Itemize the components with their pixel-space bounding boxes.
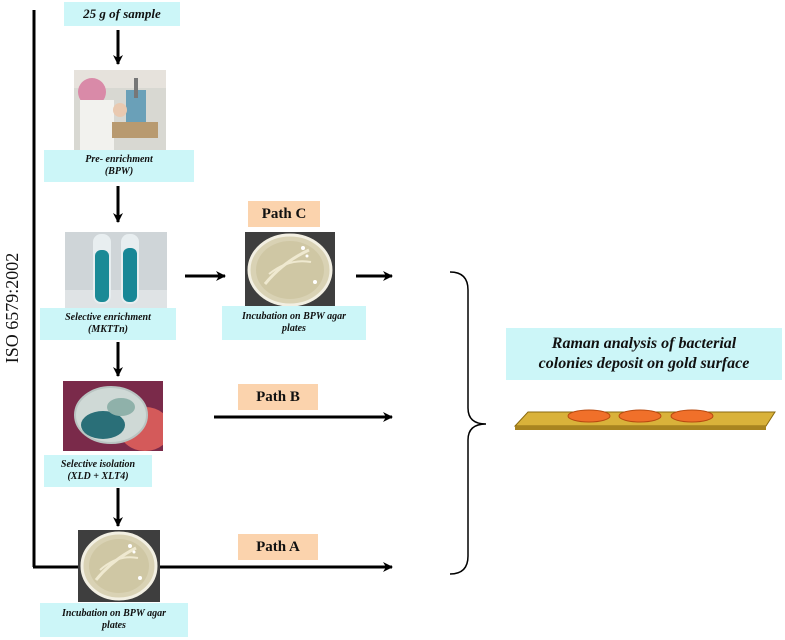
selective-isolation-label: Selective isolation — [60, 459, 136, 470]
incubation-a-label: Incubation on BPW agar — [61, 608, 166, 619]
iso-standard-label: ISO 6579:2002 — [2, 252, 22, 364]
selective-enrichment-medium: (MKTTn) — [88, 324, 128, 335]
incubation-a-box: Incubation on BPW agar plates — [40, 603, 188, 637]
curly-brace — [449, 271, 487, 575]
pre-enrichment-medium: (BPW) — [104, 166, 134, 177]
raman-line-1: Raman analysis of bacterial — [551, 335, 737, 352]
agar-plate-photo-c — [245, 232, 335, 308]
selective-isolation-box: Selective isolation (XLD + XLT4) — [44, 455, 152, 487]
tubes-photo — [65, 232, 167, 308]
path-a-label: Path A — [238, 534, 318, 560]
gold-well — [567, 409, 611, 423]
incubation-c-label-cont: plates — [282, 323, 306, 334]
pre-enrichment-box: Pre- enrichment (BPW) — [44, 150, 194, 182]
incubation-c-box: Incubation on BPW agar plates — [222, 306, 366, 340]
selective-enrichment-label: Selective enrichment — [65, 312, 151, 323]
gold-well — [670, 409, 714, 423]
path-c-label: Path C — [248, 201, 320, 227]
sample-box: 25 g of sample — [64, 2, 180, 26]
raman-line-2: colonies deposit on gold surface — [538, 355, 750, 372]
path-b-label: Path B — [238, 384, 318, 410]
agar-plate-photo-a — [78, 530, 160, 602]
lab-photo — [74, 70, 166, 150]
raman-analysis-box: Raman analysis of bacterial colonies dep… — [506, 328, 782, 380]
pre-enrichment-label: Pre- enrichment — [85, 154, 153, 165]
incubation-c-label: Incubation on BPW agar — [241, 311, 346, 322]
isolation-plates-photo — [63, 381, 163, 451]
incubation-a-label-cont: plates — [102, 620, 126, 631]
sample-label: 25 g of sample — [83, 6, 161, 22]
selective-enrichment-box: Selective enrichment (MKTTn) — [40, 308, 176, 340]
gold-well — [618, 409, 662, 423]
selective-isolation-medium: (XLD + XLT4) — [67, 471, 129, 482]
